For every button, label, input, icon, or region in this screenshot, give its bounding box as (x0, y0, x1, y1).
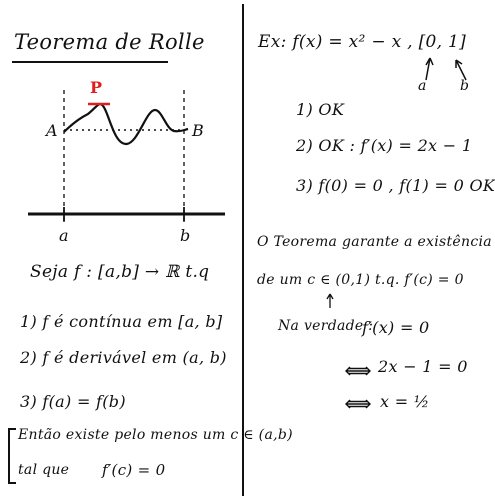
point-a-label: A (46, 121, 58, 140)
example-title: Ex: f(x) = x² − x , [0, 1] (258, 32, 467, 52)
arrow-to-zero (425, 57, 434, 81)
step-2: 2) OK : f′(x) = 2x − 1 (296, 136, 473, 155)
condition-3: 3) f(a) = f(b) (20, 392, 126, 411)
conclusion-line-2-a: tal que (18, 462, 70, 478)
title-underline (12, 61, 168, 63)
interval-arrows (425, 57, 467, 81)
guarantee-line-1: O Teorema garante a existência (257, 234, 492, 250)
indeed-eq-2: 2x − 1 = 0 (378, 357, 468, 376)
indeed-eq-3: x = ½ (380, 392, 430, 411)
conclusion-line-1: Então existe pelo menos um c ∈ (a,b) (18, 427, 293, 443)
condition-2: 2) f é derivável em (a, b) (20, 348, 227, 367)
conclusion-line-2-b: f′(c) = 0 (102, 461, 166, 479)
axis-label-a: a (59, 226, 69, 245)
indeed-eq-1: f′(x) = 0 (362, 318, 430, 337)
arrow-to-one (455, 59, 467, 81)
statement: Seja f : [a,b] → ℝ t.q (30, 262, 210, 282)
step-1: 1) OK (296, 100, 345, 119)
rolle-graph (28, 90, 225, 224)
indeed-label: Na verdade : (278, 318, 374, 334)
interval-label-a: a (418, 78, 427, 94)
conclusion-bracket (8, 428, 16, 484)
page-divider (242, 4, 244, 496)
function-curve (63, 102, 189, 146)
axis-label-b: b (180, 226, 191, 245)
equivalence-arrow-1 (345, 366, 371, 376)
step-3: 3) f(0) = 0 , f(1) = 0 OK (296, 176, 495, 195)
page-title: Teorema de Rolle (14, 30, 205, 54)
interval-label-b: b (460, 78, 470, 94)
point-b-label: B (192, 121, 205, 140)
guarantee-line-2: de um c ∈ (0,1) t.q. f′(c) = 0 (257, 272, 464, 288)
equivalence-arrow-2 (345, 399, 371, 409)
point-p-label: P (90, 78, 103, 97)
c-pointer-arrow (326, 293, 334, 308)
condition-1: 1) f é contínua em [a, b] (20, 312, 223, 331)
